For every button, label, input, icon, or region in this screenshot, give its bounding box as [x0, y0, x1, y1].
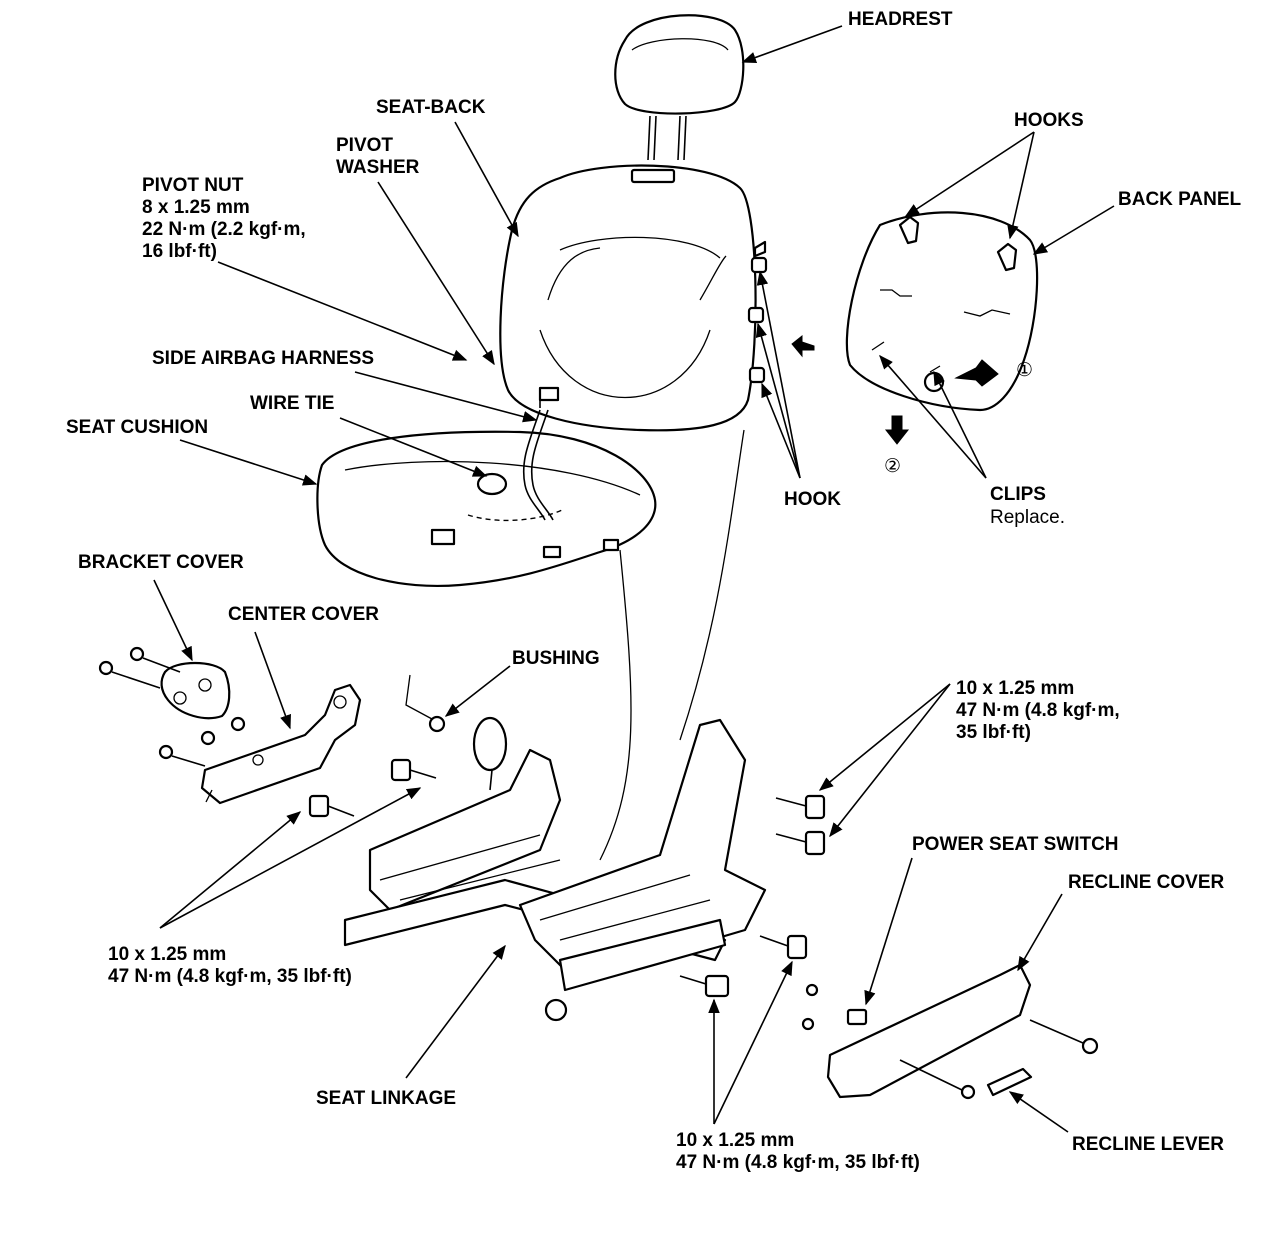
label-pivot-nut-line3: 22 N·m (2.2 kgf·m, — [142, 219, 306, 240]
label-center-cover: CENTER COVER — [228, 604, 379, 625]
label-wire-tie: WIRE TIE — [250, 393, 334, 414]
label-pivot-nut-line2: 8 x 1.25 mm — [142, 197, 250, 218]
label-clips: CLIPS — [990, 484, 1046, 505]
label-seat-back: SEAT-BACK — [376, 97, 486, 118]
label-hooks: HOOKS — [1014, 110, 1084, 131]
label-bolt-spec-upper-right-line2: 47 N·m (4.8 kgf·m, — [956, 700, 1120, 721]
recline-cover-part — [801, 963, 1099, 1100]
label-pivot-washer-line2: WASHER — [336, 157, 420, 178]
label-bolt-spec-left-line1: 10 x 1.25 mm — [108, 944, 226, 965]
label-bolt-spec-bottom-line1: 10 x 1.25 mm — [676, 1130, 794, 1151]
label-power-seat-switch: POWER SEAT SWITCH — [912, 834, 1119, 855]
label-hook: HOOK — [784, 489, 841, 510]
label-headrest: HEADREST — [848, 9, 953, 30]
label-bolt-spec-left-line2: 47 N·m (4.8 kgf·m, 35 lbf·ft) — [108, 966, 352, 987]
label-step-2: ② — [884, 456, 901, 477]
label-bushing: BUSHING — [512, 648, 600, 669]
label-bolt-spec-upper-right-line3: 35 lbf·ft) — [956, 722, 1031, 743]
label-bolt-spec-upper-right-line1: 10 x 1.25 mm — [956, 678, 1074, 699]
seat-cushion-part — [316, 409, 657, 588]
label-pivot-washer-line1: PIVOT — [336, 135, 393, 156]
center-cover-part — [200, 683, 362, 805]
label-step-1: ① — [1016, 360, 1033, 381]
label-pivot-nut-line1: PIVOT NUT — [142, 175, 244, 196]
label-pivot-nut-line4: 16 lbf·ft) — [142, 241, 217, 262]
assembly-guides — [405, 429, 745, 861]
seat-back-part — [499, 164, 757, 432]
label-side-airbag-harness: SIDE AIRBAG HARNESS — [152, 348, 374, 369]
leader-lines — [153, 25, 1115, 1133]
recline-lever-part — [986, 1067, 1033, 1097]
cover-screws — [98, 646, 246, 767]
label-back-panel: BACK PANEL — [1118, 189, 1242, 210]
seat-linkage-part — [343, 716, 767, 1022]
label-recline-cover: RECLINE COVER — [1068, 872, 1225, 893]
back-panel-part — [845, 211, 1039, 412]
label-seat-linkage: SEAT LINKAGE — [316, 1088, 456, 1109]
label-bolt-spec-bottom-line2: 47 N·m (4.8 kgf·m, 35 lbf·ft) — [676, 1152, 920, 1173]
label-clips-note: Replace. — [990, 507, 1065, 528]
bracket-cover-part — [160, 662, 231, 720]
label-seat-cushion: SEAT CUSHION — [66, 417, 208, 438]
label-bracket-cover: BRACKET COVER — [78, 552, 244, 573]
removal-arrows — [791, 334, 999, 445]
bushing-part — [428, 715, 446, 733]
headrest-part — [614, 14, 745, 161]
mounting-bolts — [308, 758, 826, 998]
seat-back-hooks — [747, 240, 768, 384]
label-recline-lever: RECLINE LEVER — [1072, 1134, 1224, 1155]
